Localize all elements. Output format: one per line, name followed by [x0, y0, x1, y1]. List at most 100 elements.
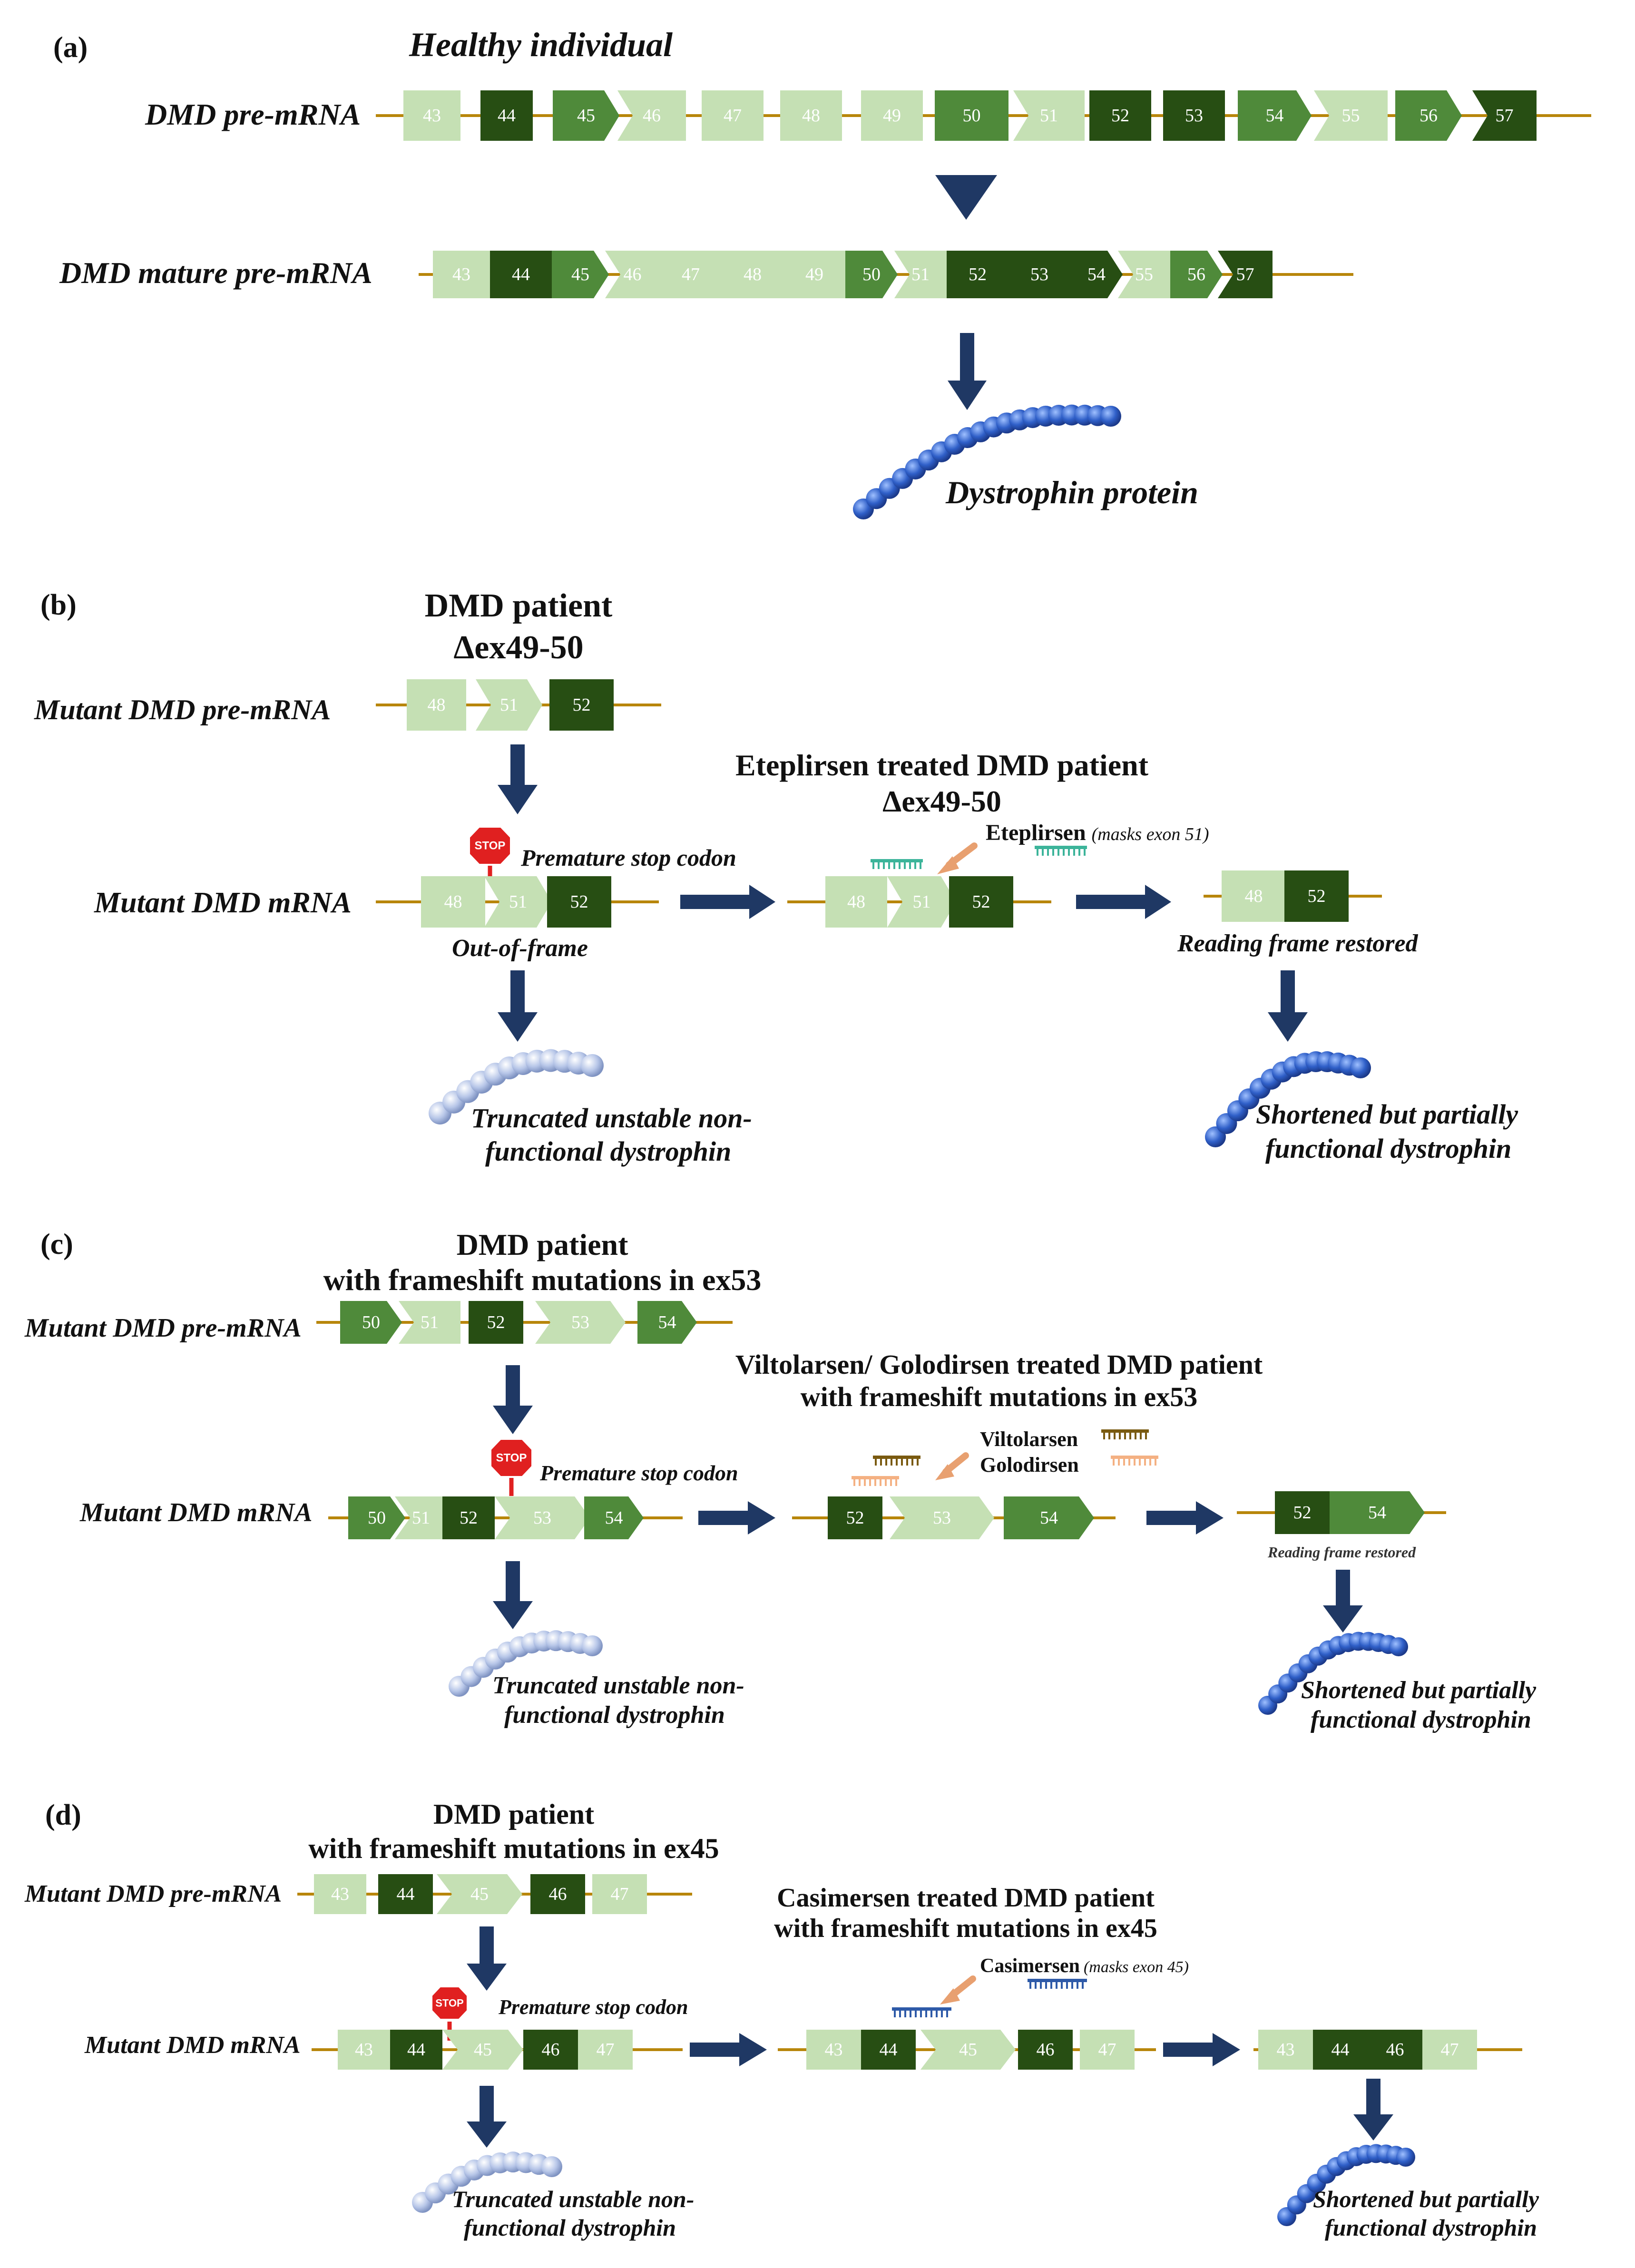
exon-50: 50: [348, 1496, 405, 1539]
oligo-tooth: [874, 1479, 876, 1486]
exon-51: 51: [887, 876, 956, 928]
exon-label: 54: [1368, 1503, 1386, 1523]
panel-a-protein-label: Dystrophin protein: [945, 474, 1198, 510]
panel-c-restored-mrna-track: 52 54: [1237, 1491, 1446, 1534]
panel-b-drug-note: (masks exon 51): [1092, 824, 1209, 844]
exon-label: 46: [1037, 2040, 1055, 2060]
exon-label: 45: [470, 1884, 489, 1904]
exon-label: 45: [959, 2040, 977, 2060]
truncated-dystrophin-beads: [429, 1049, 604, 1124]
exon-51: 51: [484, 876, 552, 928]
exon-label: 57: [1236, 264, 1254, 284]
panel-b-treated-title-1: Eteplirsen treated DMD patient: [735, 748, 1149, 782]
panel-d-treated-title-2: with frameshift mutations in ex45: [774, 1914, 1157, 1943]
down-arrow: [493, 1561, 533, 1629]
oligo-tooth: [1124, 1433, 1126, 1439]
oligo-tooth: [930, 2011, 932, 2017]
panel-d-short-2: functional dystrophin: [1325, 2214, 1537, 2241]
panel-b-treated-title-2: Δex49-50: [882, 784, 1001, 818]
oligo-tooth: [1149, 1459, 1151, 1466]
oligo-tooth: [1050, 1982, 1052, 1989]
down-arrow: [1323, 1570, 1363, 1633]
panel-c-short-2: functional dystrophin: [1311, 1706, 1531, 1733]
exon-44: 44: [390, 2030, 442, 2070]
oligo-tooth: [925, 2011, 927, 2017]
exon-label: 54: [605, 1508, 623, 1528]
exon-48: 48: [407, 679, 466, 731]
truncated-dystrophin-beads: [412, 2151, 562, 2213]
exon-46: 46: [530, 1874, 585, 1914]
right-arrow: [1146, 1501, 1224, 1535]
oligo-tooth: [1071, 1982, 1073, 1989]
down-arrow: [498, 970, 538, 1042]
exon-label: 53: [933, 1508, 951, 1528]
panel-d: (d) DMD patient with frameshift mutation…: [24, 1799, 1539, 2241]
panel-b: (b) DMD patient Δex49-50 Mutant DMD pre-…: [34, 587, 1518, 1167]
exon-53: 53: [890, 1496, 994, 1539]
oligo-tooth: [899, 2011, 901, 2017]
oligo-tooth: [869, 1479, 871, 1486]
exon-label: 54: [1266, 106, 1284, 126]
exon-label: 48: [1245, 886, 1263, 906]
right-arrow: [680, 885, 775, 919]
exon-53: 53: [495, 1496, 590, 1539]
down-arrow: [493, 1365, 533, 1434]
oligo-tooth: [1113, 1459, 1115, 1466]
exon-label: 57: [1496, 106, 1514, 126]
protein-bead: [1100, 406, 1121, 427]
protein-bead: [1350, 1057, 1371, 1078]
oligo-tooth: [1068, 849, 1070, 856]
protein-bead: [1396, 2148, 1415, 2167]
exon-48: 48: [1222, 870, 1286, 922]
panel-d-drug-note: (masks exon 45): [1084, 1958, 1189, 1976]
exon-46: 46: [1368, 2030, 1422, 2070]
oligo-tooth: [1073, 849, 1075, 856]
oligo-tooth: [1103, 1433, 1105, 1439]
exon-label: 44: [880, 2040, 898, 2060]
exon-label: 44: [1331, 2040, 1350, 2060]
exon-label: 47: [1098, 2040, 1116, 2060]
panel-b-drug-name: Eteplirsen(masks exon 51): [986, 820, 1209, 845]
exon-label: 50: [368, 1508, 386, 1528]
exon-label: 52: [846, 1508, 864, 1528]
casimersen-legend-oligo: [1028, 1979, 1087, 1989]
exon-53: 53: [1008, 251, 1070, 298]
exon-label: 43: [452, 264, 470, 284]
oligo-tooth: [885, 1479, 887, 1486]
exon-label: 43: [423, 106, 441, 126]
oligo-tooth: [904, 862, 906, 869]
oligo-tooth: [909, 862, 911, 869]
panel-b-stop-label: Premature stop codon: [520, 844, 736, 871]
exon-43: 43: [314, 1874, 366, 1914]
exon-50: 50: [340, 1301, 402, 1344]
exon-label: 51: [911, 264, 930, 284]
panel-b-title-1: DMD patient: [425, 587, 613, 624]
oligo-tooth: [895, 1479, 897, 1486]
exon-52: 52: [1275, 1491, 1330, 1534]
exon-label: 44: [498, 106, 516, 126]
exon-label: 51: [509, 892, 527, 912]
exon-label: 48: [847, 892, 865, 912]
exon-49: 49: [783, 251, 845, 298]
oligo-bar: [871, 859, 923, 862]
oligo-tooth: [1056, 1982, 1057, 1989]
shortened-dystrophin-beads: [1205, 1051, 1371, 1147]
exon-label: 46: [549, 1884, 567, 1904]
exon-label: 46: [624, 264, 642, 284]
panel-c-letter: (c): [40, 1228, 73, 1261]
oligo-tooth: [911, 1459, 913, 1466]
panel-a-letter: (a): [53, 31, 88, 64]
exon-label: 44: [407, 2040, 425, 2060]
shortened-dystrophin-beads: [1277, 2144, 1415, 2226]
oligo-tooth: [1118, 1459, 1120, 1466]
exon-57: 57: [1472, 90, 1537, 141]
oligo-tooth: [1040, 1982, 1042, 1989]
exon-label: 45: [474, 2040, 492, 2060]
exon-43: 43: [403, 90, 460, 141]
viltolarsen-oligo: [873, 1456, 920, 1466]
exon-45: 45: [442, 2030, 523, 2070]
